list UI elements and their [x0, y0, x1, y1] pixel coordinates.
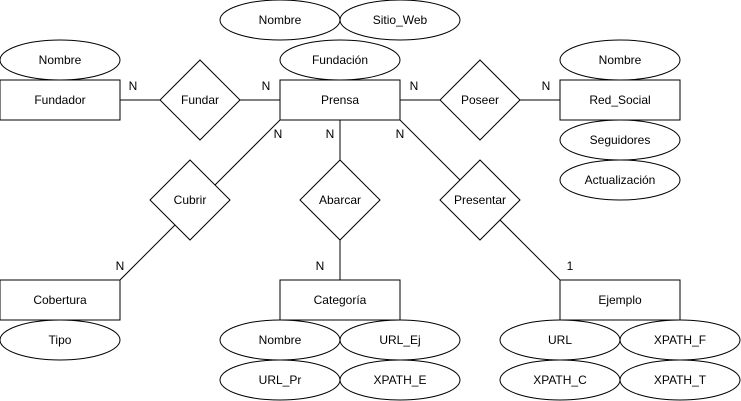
- line-presentar-ejemplo: [499, 219, 561, 281]
- attribute-categoria-url-pr-label: URL_Pr: [259, 373, 302, 387]
- attribute-categoria-nombre[interactable]: Nombre: [219, 319, 341, 361]
- line-prensa-cubrir: [214, 119, 281, 186]
- entity-prensa[interactable]: Prensa: [279, 79, 401, 121]
- relationship-abarcar[interactable]: Abarcar: [299, 159, 381, 241]
- entity-categoria[interactable]: Categoría: [279, 279, 401, 321]
- entity-prensa-label: Prensa: [321, 93, 359, 107]
- line-cubrir-cobertura: [119, 224, 176, 281]
- attribute-fundador-nombre[interactable]: Nombre: [0, 39, 121, 81]
- attribute-prensa-nombre[interactable]: Nombre: [219, 0, 341, 41]
- attribute-red-social-seguidores[interactable]: Seguidores: [559, 119, 681, 161]
- attribute-ejemplo-xpath-t-label: XPATH_T: [654, 373, 707, 387]
- cardinality-presentar-ejemplo: 1: [567, 259, 574, 273]
- relationship-cubrir[interactable]: Cubrir: [149, 159, 231, 241]
- attribute-categoria-xpath-e[interactable]: XPATH_E: [339, 359, 461, 401]
- attribute-prensa-fundacion[interactable]: Fundación: [279, 39, 401, 81]
- connectors: [119, 99, 561, 281]
- relationship-cubrir-label: Cubrir: [174, 193, 207, 207]
- cardinality-fundar-fundador: N: [129, 79, 138, 93]
- entity-ejemplo[interactable]: Ejemplo: [559, 279, 681, 321]
- entity-fundador-label: Fundador: [34, 93, 85, 107]
- attribute-categoria-nombre-label: Nombre: [259, 333, 302, 347]
- attribute-prensa-sitio-web[interactable]: Sitio_Web: [339, 0, 461, 41]
- attribute-prensa-fundacion-label: Fundación: [312, 53, 368, 67]
- cardinality-labels: N N N N N N N N N 1: [116, 79, 574, 273]
- attribute-cobertura-tipo-label: Tipo: [49, 333, 72, 347]
- attribute-red-social-nombre-label: Nombre: [599, 53, 642, 67]
- entity-fundador[interactable]: Fundador: [0, 79, 121, 121]
- attribute-cobertura-tipo[interactable]: Tipo: [0, 319, 121, 361]
- entity-categoria-label: Categoría: [314, 293, 367, 307]
- entity-ejemplo-label: Ejemplo: [598, 293, 642, 307]
- attribute-categoria-url-ej-label: URL_Ej: [379, 333, 420, 347]
- attribute-ejemplo-url-label: URL: [548, 333, 572, 347]
- entity-cobertura-label: Cobertura: [33, 293, 87, 307]
- attribute-prensa-sitio-web-label: Sitio_Web: [373, 13, 428, 27]
- cardinality-abarcar-categoria: N: [316, 259, 325, 273]
- cardinality-cubrir-cobertura: N: [116, 259, 125, 273]
- relationship-poseer-label: Poseer: [461, 93, 499, 107]
- attribute-red-social-seguidores-label: Seguidores: [590, 133, 651, 147]
- attribute-categoria-url-ej[interactable]: URL_Ej: [339, 319, 461, 361]
- entity-red-social[interactable]: Red_Social: [559, 79, 681, 121]
- attribute-categoria-url-pr[interactable]: URL_Pr: [219, 359, 341, 401]
- attribute-ejemplo-xpath-c-label: XPATH_C: [533, 373, 587, 387]
- attribute-red-social-nombre[interactable]: Nombre: [559, 39, 681, 81]
- relationship-fundar[interactable]: Fundar: [159, 59, 241, 141]
- cardinality-poseer-prensa: N: [410, 79, 419, 93]
- attribute-ejemplo-xpath-f[interactable]: XPATH_F: [619, 319, 741, 361]
- attribute-categoria-xpath-e-label: XPATH_E: [374, 373, 427, 387]
- cardinality-cubrir-prensa: N: [274, 127, 283, 141]
- attribute-red-social-actualizacion[interactable]: Actualización: [559, 159, 681, 201]
- entity-red-social-label: Red_Social: [589, 93, 650, 107]
- attribute-red-social-actualizacion-label: Actualización: [585, 173, 656, 187]
- attribute-ejemplo-xpath-t[interactable]: XPATH_T: [619, 359, 741, 401]
- attribute-ejemplo-xpath-f-label: XPATH_F: [654, 333, 706, 347]
- attribute-ejemplo-url[interactable]: URL: [499, 319, 621, 361]
- cardinality-presentar-prensa: N: [396, 127, 405, 141]
- relationship-poseer[interactable]: Poseer: [439, 59, 521, 141]
- cardinality-fundar-prensa: N: [262, 79, 271, 93]
- attribute-fundador-nombre-label: Nombre: [39, 53, 82, 67]
- cardinality-poseer-red-social: N: [542, 79, 551, 93]
- cardinality-abarcar-prensa: N: [326, 127, 335, 141]
- entity-cobertura[interactable]: Cobertura: [0, 279, 121, 321]
- line-prensa-presentar: [399, 119, 461, 181]
- relationship-presentar-label: Presentar: [454, 193, 506, 207]
- relationship-abarcar-label: Abarcar: [319, 193, 361, 207]
- relationship-presentar[interactable]: Presentar: [439, 159, 521, 241]
- relationship-fundar-label: Fundar: [181, 93, 219, 107]
- attribute-ejemplo-xpath-c[interactable]: XPATH_C: [499, 359, 621, 401]
- attribute-prensa-nombre-label: Nombre: [259, 13, 302, 27]
